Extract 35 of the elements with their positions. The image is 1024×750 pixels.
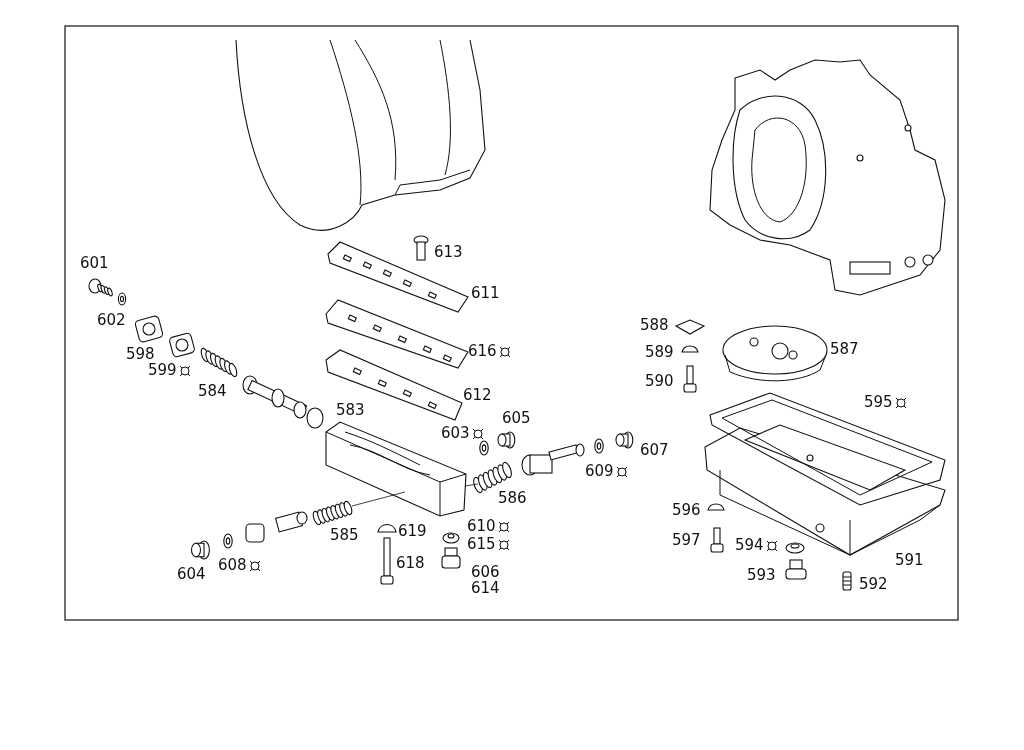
callout-number: 604 <box>177 566 206 583</box>
callout-number: 586 <box>498 490 527 507</box>
callout-number: 598 <box>126 346 155 363</box>
callout-number: 607 <box>640 442 669 459</box>
callout-number: 618 <box>396 555 425 572</box>
callout-number: 587 <box>830 341 859 358</box>
callout-number: 583 <box>336 402 365 419</box>
callout-number: 616 <box>468 343 497 360</box>
callout-number: 610 <box>467 518 496 535</box>
callout-number: 612 <box>463 387 492 404</box>
callout-number: 614 <box>471 580 500 597</box>
callout-number: 585 <box>330 527 359 544</box>
callout-number: 599 <box>148 362 177 379</box>
callout-number: 609 <box>585 463 614 480</box>
callout-number: 591 <box>895 552 924 569</box>
callout-number: 605 <box>502 410 531 427</box>
callout-number: 597 <box>672 532 701 549</box>
callout-number: 615 <box>467 536 496 553</box>
callout-number: 608 <box>218 557 247 574</box>
callout-number: 593 <box>747 567 776 584</box>
callout-number: 590 <box>645 373 674 390</box>
callout-number: 589 <box>645 344 674 361</box>
callout-number: 595 <box>864 394 893 411</box>
callout-number: 603 <box>441 425 470 442</box>
callout-number: 592 <box>859 576 888 593</box>
callout-number: 619 <box>398 523 427 540</box>
callout-number: 613 <box>434 244 463 261</box>
callout-number: 584 <box>198 383 227 400</box>
callout-number: 606 <box>471 564 500 581</box>
callout-number: 602 <box>97 312 126 329</box>
callout-number: 611 <box>471 285 500 302</box>
callout-number: 594 <box>735 537 764 554</box>
callout-number: 601 <box>80 255 109 272</box>
callout-number: 588 <box>640 317 669 334</box>
callout-number: 596 <box>672 502 701 519</box>
